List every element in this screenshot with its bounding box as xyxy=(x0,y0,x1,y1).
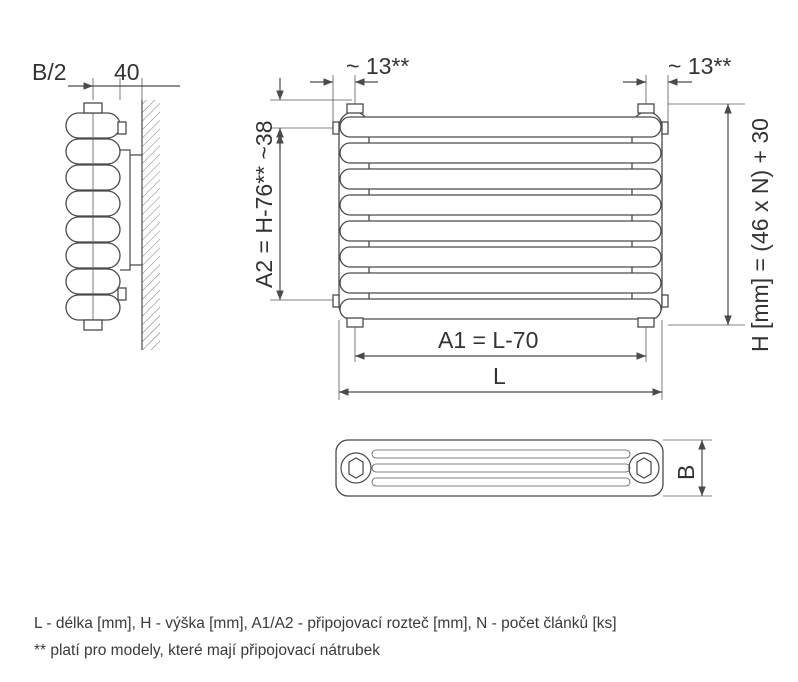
side-half-depth-label: B/2 xyxy=(32,59,67,85)
horizontal-tubes xyxy=(339,116,662,320)
a2-label: A2 = H-76** ~38 xyxy=(251,120,277,288)
side-sections xyxy=(65,112,121,321)
h-label: H [mm] = (46 x N) + 30 xyxy=(747,118,773,352)
a1-label: A1 = L-70 xyxy=(438,327,538,353)
side-view: B/2 40 xyxy=(32,59,180,350)
top-view-body xyxy=(335,439,664,497)
b-label: B xyxy=(673,465,699,480)
left-plug-circle xyxy=(340,452,372,484)
legend-line-2: ** platí pro modely, které mají připojov… xyxy=(34,642,381,659)
l-label: L xyxy=(493,363,506,389)
front-top-right-nut xyxy=(637,103,655,114)
front-right-offset-label: ~ 13** xyxy=(668,53,731,79)
front-bottom-left-nut xyxy=(346,317,364,328)
side-top-nut xyxy=(83,102,103,114)
front-bottom-right-nut xyxy=(637,317,655,328)
wall-hatch xyxy=(142,100,160,350)
side-gap-label: 40 xyxy=(114,59,140,85)
top-view: B xyxy=(335,439,712,497)
legend-line-1: L - délka [mm], H - výška [mm], A1/A2 - … xyxy=(34,615,617,632)
front-view: ~ 13** ~ 13** A2 = H-76** ~38 H [mm] = (… xyxy=(251,53,773,400)
radiator-technical-drawing: B/2 40 xyxy=(32,53,773,497)
front-left-offset-label: ~ 13** xyxy=(346,53,409,79)
front-top-left-nut xyxy=(346,103,364,114)
side-bottom-nut xyxy=(83,319,103,331)
wall-bracket xyxy=(120,149,142,271)
right-plug-circle xyxy=(628,452,660,484)
